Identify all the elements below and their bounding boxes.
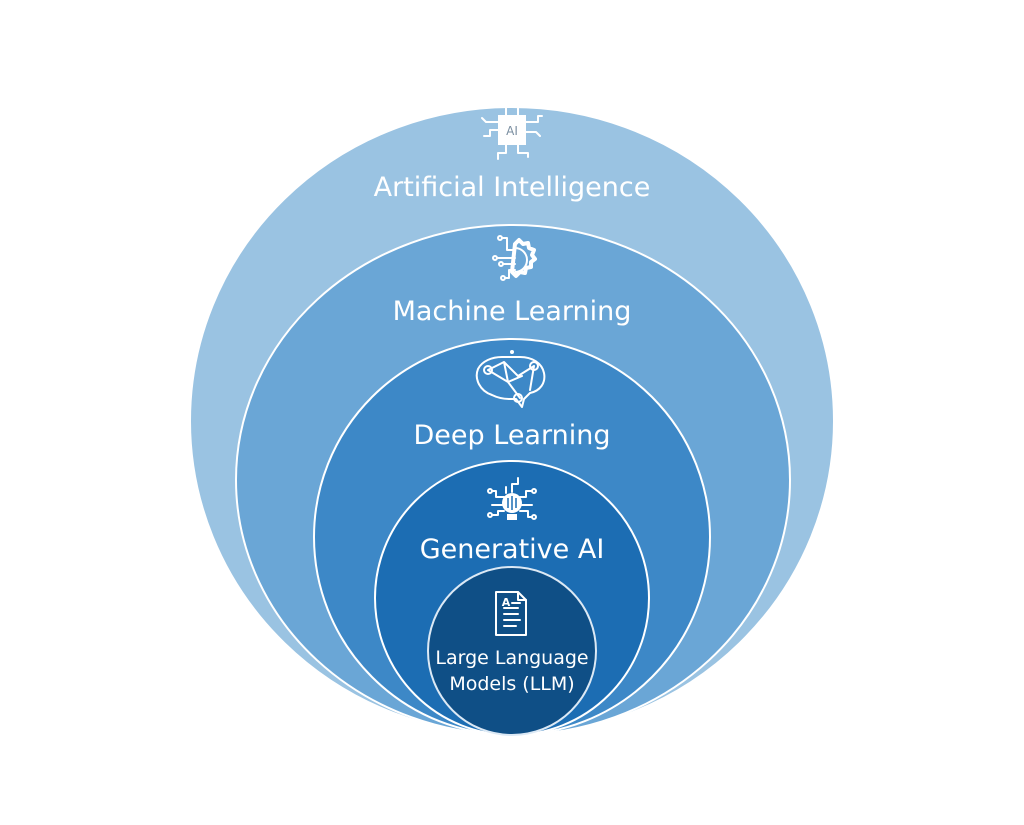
svg-text:AI: AI <box>506 124 518 138</box>
label-deep-learning: Deep Learning <box>414 420 611 451</box>
lightbulb-brain-icon <box>487 477 537 520</box>
svg-text:A: A <box>502 596 511 609</box>
label-machine-learning: Machine Learning <box>393 296 632 327</box>
gear-circuit-icon <box>492 235 537 281</box>
label-artificial-intelligence: Artificial Intelligence <box>374 172 651 203</box>
ai-chip-icon: AI <box>481 106 543 160</box>
label-llm-line2: Models (LLM) <box>449 673 574 695</box>
document-icon: A <box>495 591 527 636</box>
label-llm-line1: Large Language <box>435 647 588 669</box>
label-generative-ai: Generative AI <box>420 534 605 565</box>
circle-llm <box>427 566 597 736</box>
brain-network-icon <box>475 350 546 408</box>
